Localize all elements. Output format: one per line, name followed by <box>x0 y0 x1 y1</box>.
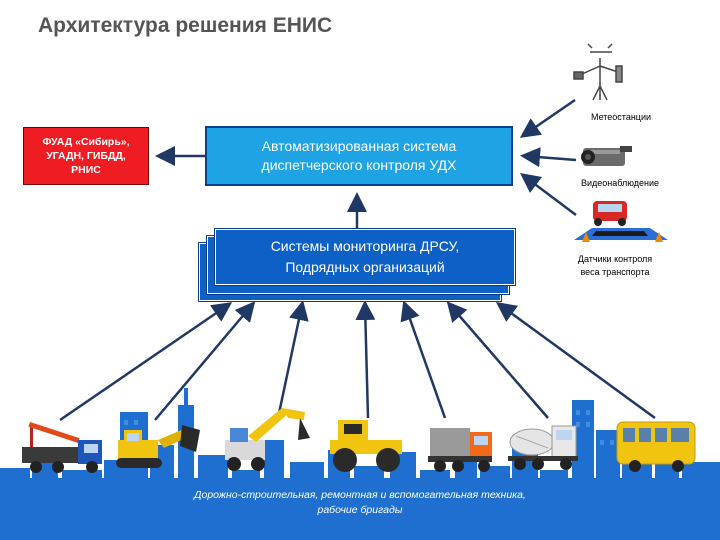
weather-station-icon <box>573 43 623 101</box>
main-system-line1: Автоматизированная система <box>261 138 457 154</box>
arrow-v4 <box>355 300 376 419</box>
arrow-v3 <box>276 300 309 419</box>
road-roller-icon <box>330 420 402 472</box>
dump-truck-icon <box>428 428 492 472</box>
excavator-yellow-icon <box>116 425 200 468</box>
weight-line2: веса транспорта <box>580 267 650 277</box>
footer-line1: Дорожно-строительная, ремонтная и вспомо… <box>194 489 526 501</box>
weight-line1: Датчики контроля <box>577 254 653 264</box>
monitoring-line1: Системы мониторинга ДРСУ, <box>270 238 460 254</box>
fuad-box: ФУАД «Сибирь», УГАДН, ГИБДД, РНИС <box>23 127 149 185</box>
video-label: Видеонаблюдение <box>580 178 660 188</box>
main-system-line2: диспетчерского контроля УДХ <box>261 157 457 173</box>
footer-line2: рабочие бригады <box>317 504 403 516</box>
crane-truck-icon <box>22 421 102 473</box>
arrow-v5 <box>400 300 447 419</box>
fuad-line2: УГАДН, ГИБДД, <box>46 150 126 162</box>
monitoring-line2: Подрядных организаций <box>285 259 445 275</box>
arrow-v2 <box>154 301 256 421</box>
footer-caption: Дорожно-строительная, ремонтная и вспомо… <box>150 488 570 518</box>
weight-label: Датчики контроля веса транспорта <box>550 253 680 279</box>
arrow-video <box>520 147 577 168</box>
concrete-mixer-icon <box>508 425 578 470</box>
arrow-weight <box>520 173 577 216</box>
arrow-weather <box>519 98 576 138</box>
fuad-line3: РНИС <box>71 164 101 176</box>
arrow-v6 <box>446 301 549 419</box>
fuad-line1: ФУАД «Сибирь», <box>42 136 130 148</box>
arrow-v1 <box>59 302 233 422</box>
weigh-station-icon <box>574 201 668 242</box>
monitoring-box: Системы мониторинга ДРСУ, Подрядных орга… <box>215 229 515 285</box>
weather-label: Метеостанции <box>590 112 652 122</box>
tractor-excavator-icon <box>225 408 310 471</box>
main-system-box: Автоматизированная система диспетчерског… <box>205 126 513 186</box>
arrow-v7 <box>495 302 656 420</box>
bus-icon <box>616 421 696 472</box>
video-camera-icon <box>581 146 632 166</box>
slide-title: Архитектура решения ЕНИС <box>38 14 333 37</box>
